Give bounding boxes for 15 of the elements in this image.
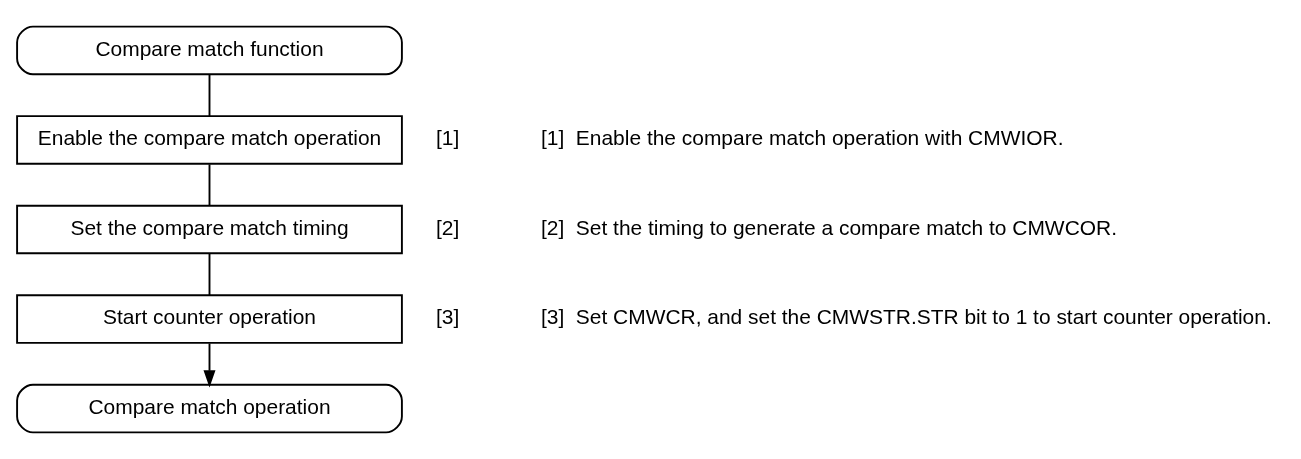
node-box: Start counter operation [16,294,403,344]
node-box: Compare match operation [16,383,403,434]
arrow [203,342,216,388]
node-box: Set the compare match timing [16,204,403,255]
label: [2] Set the timing to generate a compare match to CMWCOR. [540,215,1117,239]
node-label: [2] [435,215,460,239]
connector [208,252,211,296]
node-label: [1] [435,126,460,150]
node-box: Enable the compare match operation [16,115,403,165]
connector [208,73,211,117]
label: [1] Enable the compare match operation with CMWIOR. [540,126,1064,150]
node-box: Compare match function [16,25,403,76]
node-label: [3] [435,305,460,329]
connector [208,163,211,207]
label: [3] Set CMWCR, and set the CMWSTR.STR bit to 1 to start counter operation. [540,305,1272,329]
